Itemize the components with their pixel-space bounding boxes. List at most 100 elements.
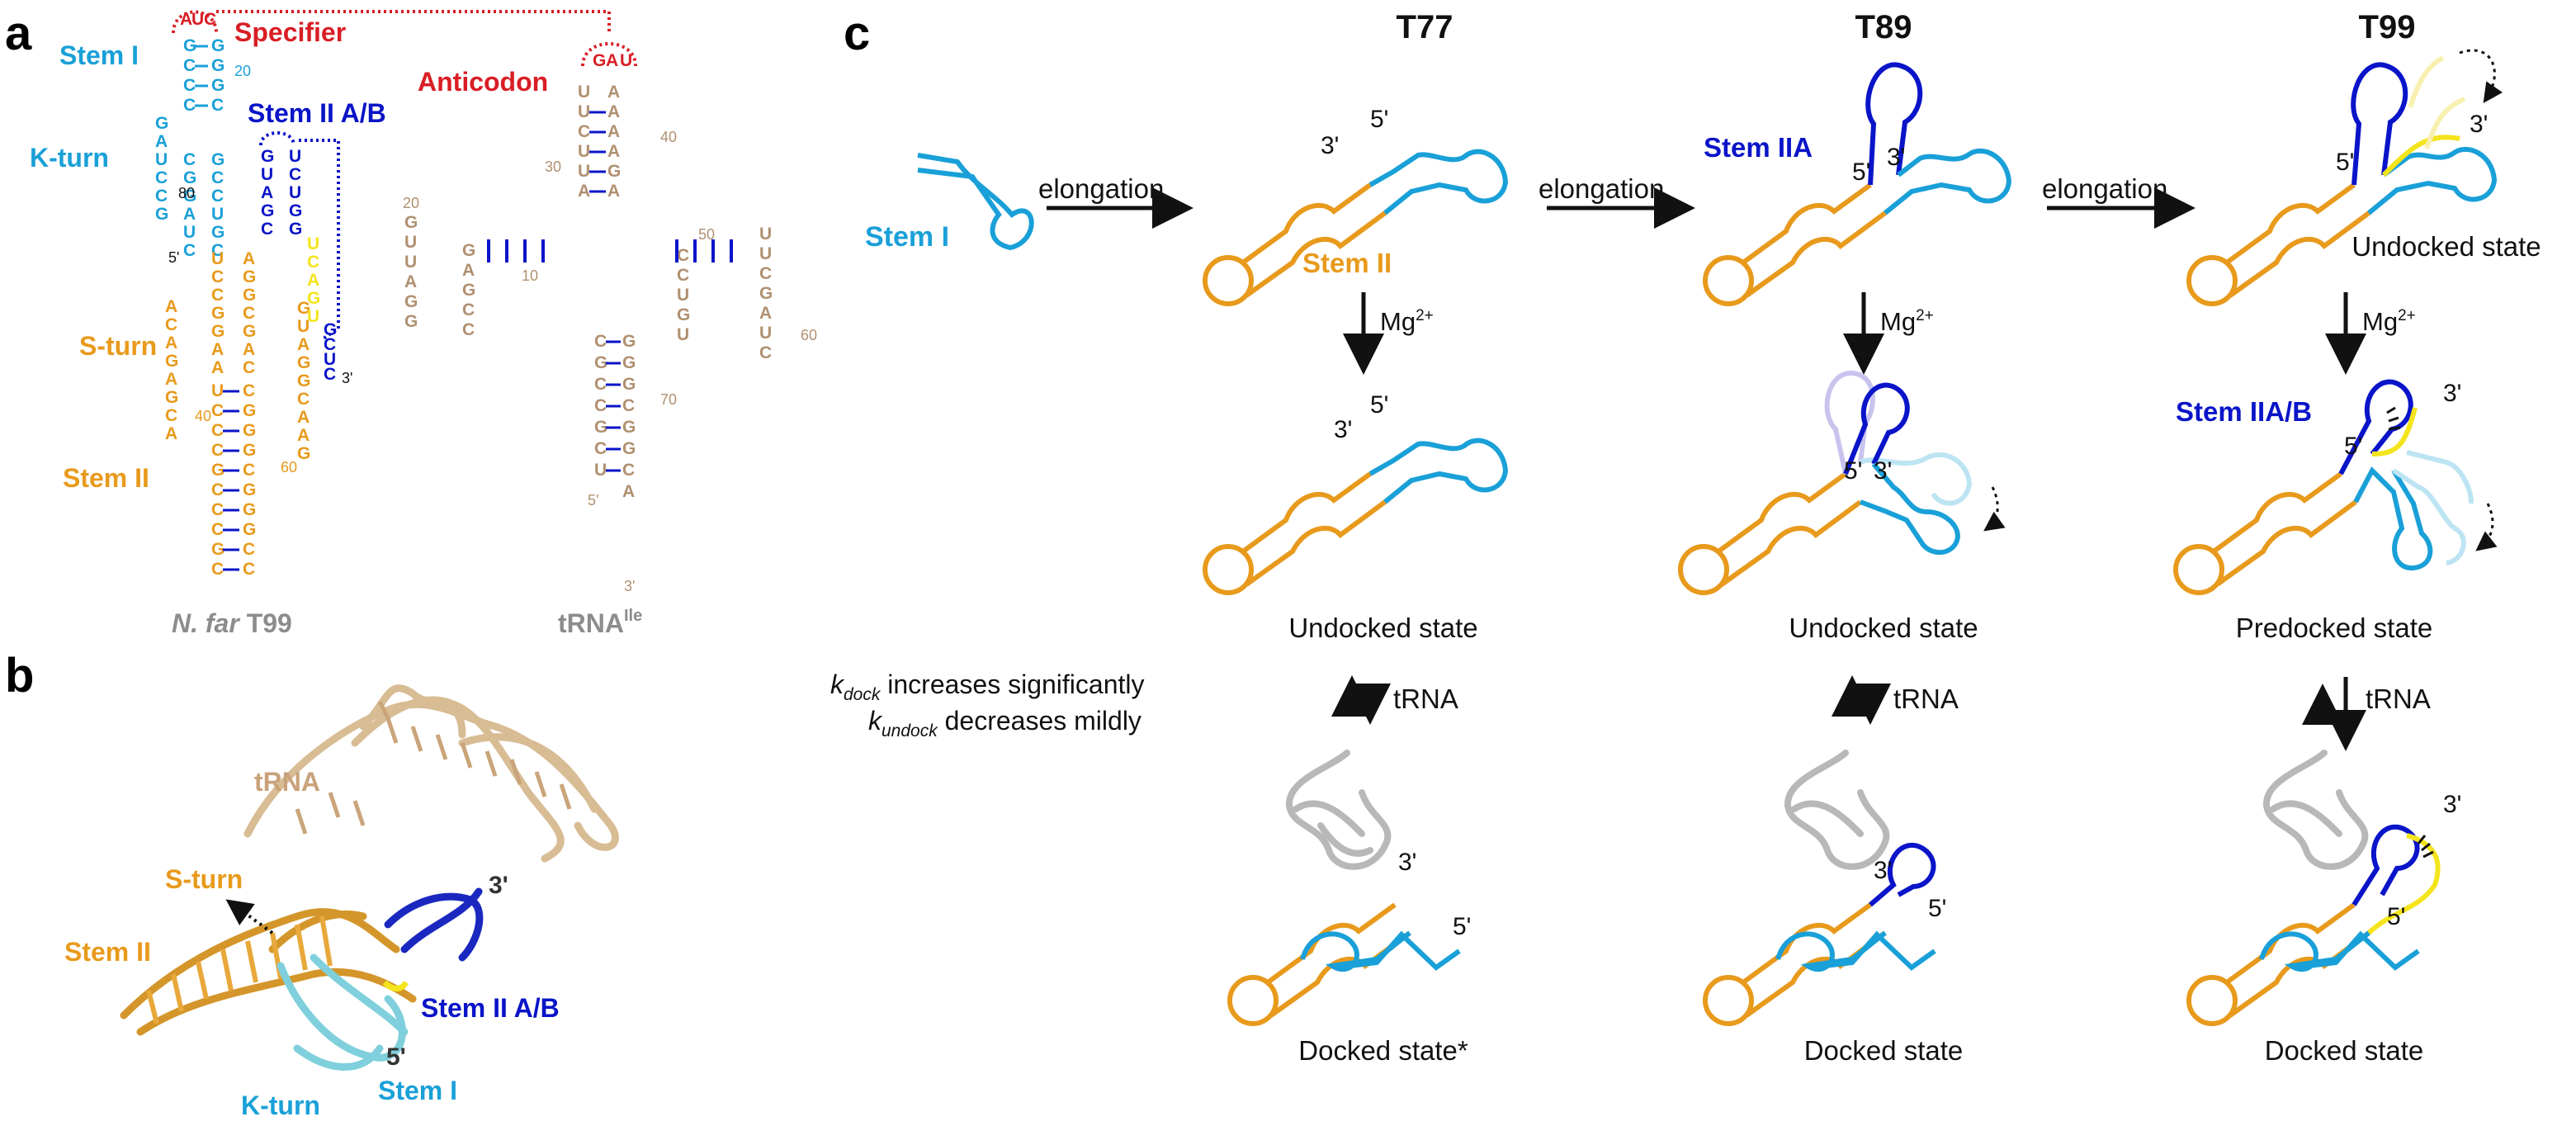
stem1-right-nt-2: G bbox=[211, 76, 225, 95]
trna-acc-left-nt-1: G bbox=[594, 353, 607, 372]
trna-t2-nt-4: A bbox=[759, 304, 772, 323]
trna-ac-left-nt-5: A bbox=[578, 182, 590, 201]
yellow-nt-3: G bbox=[307, 289, 320, 308]
trna-d2-nt-1: A bbox=[462, 261, 475, 280]
stem2ab-3prime-nt-2: U bbox=[324, 350, 336, 369]
trna-acc-right-nt-2: G bbox=[622, 375, 636, 394]
t77-docked-three: 3' bbox=[1398, 849, 1416, 876]
label-3d-three-prime: 3' bbox=[489, 872, 508, 899]
trna-acc-left-nt-3: C bbox=[594, 396, 607, 415]
stem1-lower-left-nt-0: C bbox=[183, 150, 196, 169]
stem2-upper-left-nt-5: A bbox=[211, 340, 224, 359]
trna-five-prime: 5' bbox=[588, 492, 598, 509]
specifier-loop bbox=[172, 10, 218, 34]
label-k-turn: K-turn bbox=[30, 143, 109, 173]
label-anticodon: Anticodon bbox=[418, 67, 548, 97]
anticodon-nt-1: G bbox=[593, 51, 606, 70]
label-s-turn: S-turn bbox=[79, 331, 157, 361]
sturn-right-nt-5: C bbox=[297, 390, 310, 409]
text-elongation-1: elongation bbox=[1038, 173, 1164, 204]
specifier-nt-3: C bbox=[204, 10, 216, 29]
t89-docked-three: 3' bbox=[1874, 857, 1892, 884]
trna-d2-nt-4: C bbox=[462, 320, 475, 339]
sturn-left-nt-7: A bbox=[165, 424, 177, 443]
sturn-right-nt-3: G bbox=[297, 353, 310, 372]
t89-docked-five: 5' bbox=[1928, 895, 1946, 922]
sturn-right-nt-1: U bbox=[297, 317, 310, 336]
stem2-upper-right-nt-6: C bbox=[243, 358, 255, 377]
t89-docked-structure bbox=[1705, 842, 1936, 1024]
trna-acc-right-nt-0: G bbox=[622, 332, 636, 351]
t89-top-three: 3' bbox=[1887, 144, 1905, 171]
trna-d-nt-4: G bbox=[404, 292, 418, 311]
stem2ab-right-nt-1: C bbox=[289, 165, 301, 184]
stem1-lower-left-nt-1: G bbox=[183, 168, 196, 187]
sturn-left-nt-5: G bbox=[165, 388, 178, 407]
caption-n-far-t99: N. far T99 bbox=[172, 608, 292, 638]
trna-t2-nt-5: U bbox=[759, 324, 772, 343]
label-stem-i: Stem I bbox=[59, 40, 139, 70]
t89-top-structure bbox=[1705, 62, 2012, 304]
text-elongation-2: elongation bbox=[1539, 173, 1664, 204]
label-3d-stem-ii: Stem II bbox=[64, 937, 151, 967]
stem-i-ribbon bbox=[277, 953, 409, 1071]
stem1-lower-left-nt-3: A bbox=[183, 205, 196, 224]
stem2ab-left-nt-2: A bbox=[261, 183, 273, 202]
trna-ac-left-nt-4: U bbox=[578, 162, 590, 181]
label-3d-k-turn: K-turn bbox=[241, 1091, 320, 1120]
riboswitch-secondary-structure: Stem I K-turn Specifier Stem II A/B S-tu… bbox=[30, 10, 611, 638]
trna-bases bbox=[295, 700, 572, 835]
stem-ii-ab-ribbon bbox=[384, 887, 484, 962]
trna-acc-right-nt-3: C bbox=[622, 396, 635, 415]
stem2ab-left-nt-3: G bbox=[261, 201, 274, 220]
yellow-segment-3d bbox=[382, 980, 409, 991]
stem1-lower-right-nt-3: U bbox=[211, 205, 224, 224]
label-3d-stem-i: Stem I bbox=[378, 1076, 457, 1105]
nt-number-60: 60 bbox=[281, 459, 297, 475]
anticodon-nt-3: U bbox=[620, 51, 632, 70]
sturn-right-nt-8: G bbox=[297, 444, 310, 463]
t77-top-three: 3' bbox=[1321, 132, 1339, 159]
stem2-lower-right-nt-8: C bbox=[243, 540, 255, 559]
header-t99: T99 bbox=[2359, 9, 2416, 45]
label-stem-ii-ab: Stem II A/B bbox=[248, 98, 386, 128]
stem2-lower-right-nt-6: G bbox=[243, 500, 256, 519]
sturn-right-nt-7: A bbox=[297, 426, 310, 445]
trna-acc-right-nt-6: C bbox=[622, 461, 635, 480]
header-t77: T77 bbox=[1397, 9, 1453, 45]
note-k-dock: kdock increases significantly bbox=[830, 669, 1145, 704]
stem-ii-ribbon bbox=[120, 908, 417, 1036]
stem2-lower-left-nt-3: C bbox=[211, 441, 224, 460]
panel-letter-b: b bbox=[5, 649, 34, 703]
sturn-left-nt-0: A bbox=[165, 297, 177, 316]
sturn-left-nt-4: A bbox=[165, 370, 177, 389]
stem2ab-3prime-nt-3: C bbox=[324, 365, 336, 384]
t89-top-five: 5' bbox=[1852, 158, 1870, 186]
trna-nucleotides: UUCUUAAAAAGACGCCGCUGGGCGGCAGUUAGGGAGCCCC… bbox=[404, 83, 773, 501]
stem2-upper-right-nt-2: G bbox=[243, 286, 256, 305]
t89-mid-state: Undocked state bbox=[1789, 613, 1978, 643]
stem1-right-nt-3: C bbox=[211, 96, 224, 115]
trna-acc-right-nt-7: A bbox=[622, 482, 635, 501]
trna-d-nt-5: G bbox=[404, 312, 418, 331]
trna-number-30: 30 bbox=[545, 158, 561, 175]
t99-mid-five: 5' bbox=[2344, 433, 2362, 460]
sturn-right-nt-0: G bbox=[297, 299, 310, 318]
trna-ac-left-nt-3: U bbox=[578, 142, 590, 161]
t99-mid-state: Predocked state bbox=[2236, 613, 2432, 643]
specifier-anticodon-link bbox=[216, 10, 611, 33]
trna-t2-nt-3: G bbox=[759, 284, 773, 303]
t77-docked-trna bbox=[1286, 750, 1392, 870]
stem2-upper-left-nt-2: C bbox=[211, 286, 224, 305]
t99-docked-five: 5' bbox=[2387, 903, 2405, 930]
sturn-right-nt-2: A bbox=[297, 335, 310, 354]
stem2ab-right-nt-0: U bbox=[289, 147, 301, 166]
label-3d-trna: tRNA bbox=[254, 767, 320, 797]
kturn-nt-3: C bbox=[155, 168, 168, 187]
trna-number-70: 70 bbox=[660, 391, 677, 408]
trna-acc-left-nt-6: U bbox=[594, 461, 607, 480]
kturn-nt-1: A bbox=[155, 132, 168, 151]
label-specifier: Specifier bbox=[234, 17, 346, 47]
stem2-upper-right-nt-0: A bbox=[243, 249, 255, 268]
